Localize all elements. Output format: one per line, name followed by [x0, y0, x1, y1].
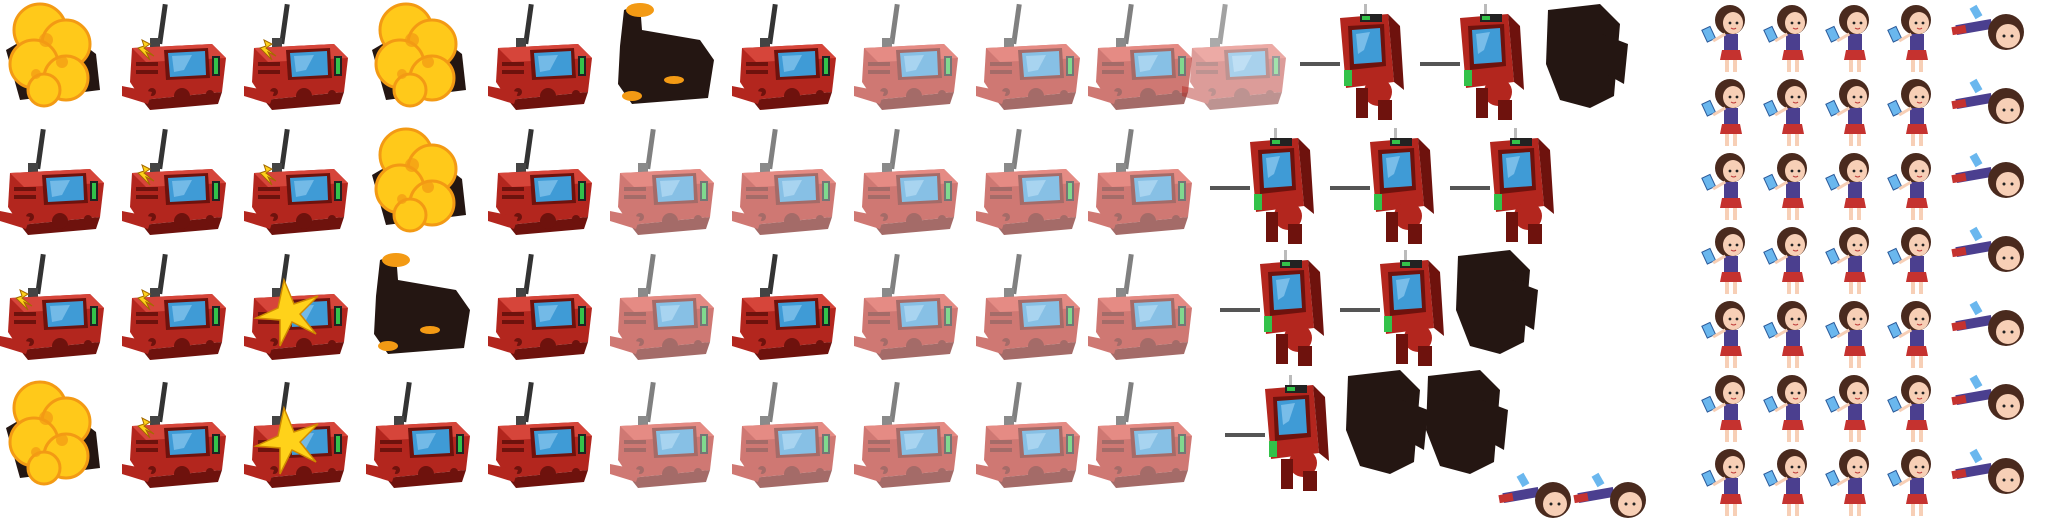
girl-sprite-stand: [1824, 76, 1876, 153]
robot-sprite-ghost: [1088, 125, 1198, 235]
robot-sprite-ghost: [976, 378, 1086, 488]
girl-sprite-lie: [1948, 372, 2028, 429]
girl-sprite-stand: [1824, 2, 1876, 79]
mech-sprite-walker: [1340, 250, 1450, 375]
robot-sprite-ghost: [610, 378, 720, 488]
robot-sprite-ghost: [610, 250, 720, 360]
robot-sprite-silhouette: [610, 0, 720, 110]
girl-sprite-stand: [1700, 372, 1752, 449]
girl-sprite-lie: [1948, 298, 2028, 355]
girl-sprite-lie: [1570, 470, 1650, 527]
girl-sprite-lie: [1948, 2, 2028, 59]
girl-sprite-stand: [1824, 372, 1876, 449]
girl-sprite-stand: [1700, 224, 1752, 301]
girl-sprite-stand: [1762, 446, 1814, 523]
robot-sprite-normal: [0, 125, 110, 235]
girl-sprite-stand: [1700, 298, 1752, 375]
robot-sprite-ghost: [732, 125, 842, 235]
girl-sprite-stand: [1762, 372, 1814, 449]
girl-sprite-stand: [1886, 150, 1938, 227]
mech-sprite-walker: [1220, 250, 1330, 375]
robot-sprite-spark: [0, 250, 110, 360]
girl-sprite-stand: [1762, 2, 1814, 79]
girl-sprite-lie: [1948, 150, 2028, 207]
robot-sprite-explosion: [0, 0, 110, 110]
robot-sprite-star: [244, 378, 354, 488]
girl-sprite-stand: [1700, 2, 1752, 79]
robot-sprite-ghost: [976, 125, 1086, 235]
mech-sprite-walker: [1450, 128, 1560, 253]
girl-sprite-lie: [1495, 470, 1575, 527]
robot-sprite-explosion: [366, 125, 476, 235]
robot-sprite-ghost2: [1182, 0, 1292, 110]
robot-sprite-ghost: [854, 0, 964, 110]
robot-sprite-normal: [366, 378, 476, 488]
robot-sprite-normal: [488, 250, 598, 360]
robot-sprite-spark: [244, 0, 354, 110]
mech-sprite-walker: [1300, 4, 1410, 129]
girl-sprite-stand: [1700, 150, 1752, 227]
robot-sprite-ghost: [976, 0, 1086, 110]
girl-sprite-stand: [1886, 446, 1938, 523]
girl-sprite-stand: [1762, 76, 1814, 153]
mech-sprite-broken: [1540, 4, 1630, 119]
girl-sprite-stand: [1700, 76, 1752, 153]
robot-sprite-ghost: [854, 378, 964, 488]
robot-sprite-ghost: [854, 125, 964, 235]
mech-sprite-walker: [1330, 128, 1440, 253]
robot-sprite-spark: [122, 378, 232, 488]
girl-sprite-stand: [1886, 224, 1938, 301]
mech-sprite-broken: [1450, 250, 1540, 365]
robot-sprite-normal: [488, 0, 598, 110]
girl-sprite-lie: [1948, 446, 2028, 503]
robot-sprite-explosion: [0, 378, 110, 488]
mech-sprite-broken: [1420, 370, 1510, 485]
girl-sprite-stand: [1762, 298, 1814, 375]
robot-sprite-ghost: [1088, 250, 1198, 360]
girl-sprite-stand: [1886, 372, 1938, 449]
girl-sprite-stand: [1700, 446, 1752, 523]
mech-sprite-walker: [1225, 375, 1335, 500]
robot-sprite-normal: [732, 0, 842, 110]
robot-sprite-explosion: [366, 0, 476, 110]
robot-sprite-ghost: [1088, 378, 1198, 488]
girl-sprite-stand: [1824, 446, 1876, 523]
girl-sprite-lie: [1948, 224, 2028, 281]
girl-sprite-stand: [1824, 150, 1876, 227]
robot-sprite-spark: [122, 125, 232, 235]
robot-sprite-ghost: [610, 125, 720, 235]
girl-sprite-stand: [1886, 298, 1938, 375]
girl-sprite-stand: [1762, 150, 1814, 227]
robot-sprite-silhouette: [366, 250, 476, 360]
mech-sprite-broken: [1340, 370, 1430, 485]
girl-sprite-stand: [1824, 298, 1876, 375]
girl-sprite-lie: [1948, 76, 2028, 133]
robot-sprite-normal: [488, 125, 598, 235]
girl-sprite-stand: [1886, 2, 1938, 79]
girl-sprite-stand: [1886, 76, 1938, 153]
robot-sprite-star: [244, 250, 354, 360]
robot-sprite-spark: [122, 0, 232, 110]
robot-sprite-normal: [732, 250, 842, 360]
robot-sprite-ghost: [1088, 0, 1198, 110]
robot-sprite-ghost: [854, 250, 964, 360]
robot-sprite-ghost: [976, 250, 1086, 360]
girl-sprite-stand: [1762, 224, 1814, 301]
robot-sprite-ghost: [732, 378, 842, 488]
robot-sprite-spark: [244, 125, 354, 235]
mech-sprite-walker: [1420, 4, 1530, 129]
mech-sprite-walker: [1210, 128, 1320, 253]
girl-sprite-stand: [1824, 224, 1876, 301]
robot-sprite-spark: [122, 250, 232, 360]
robot-sprite-normal: [488, 378, 598, 488]
